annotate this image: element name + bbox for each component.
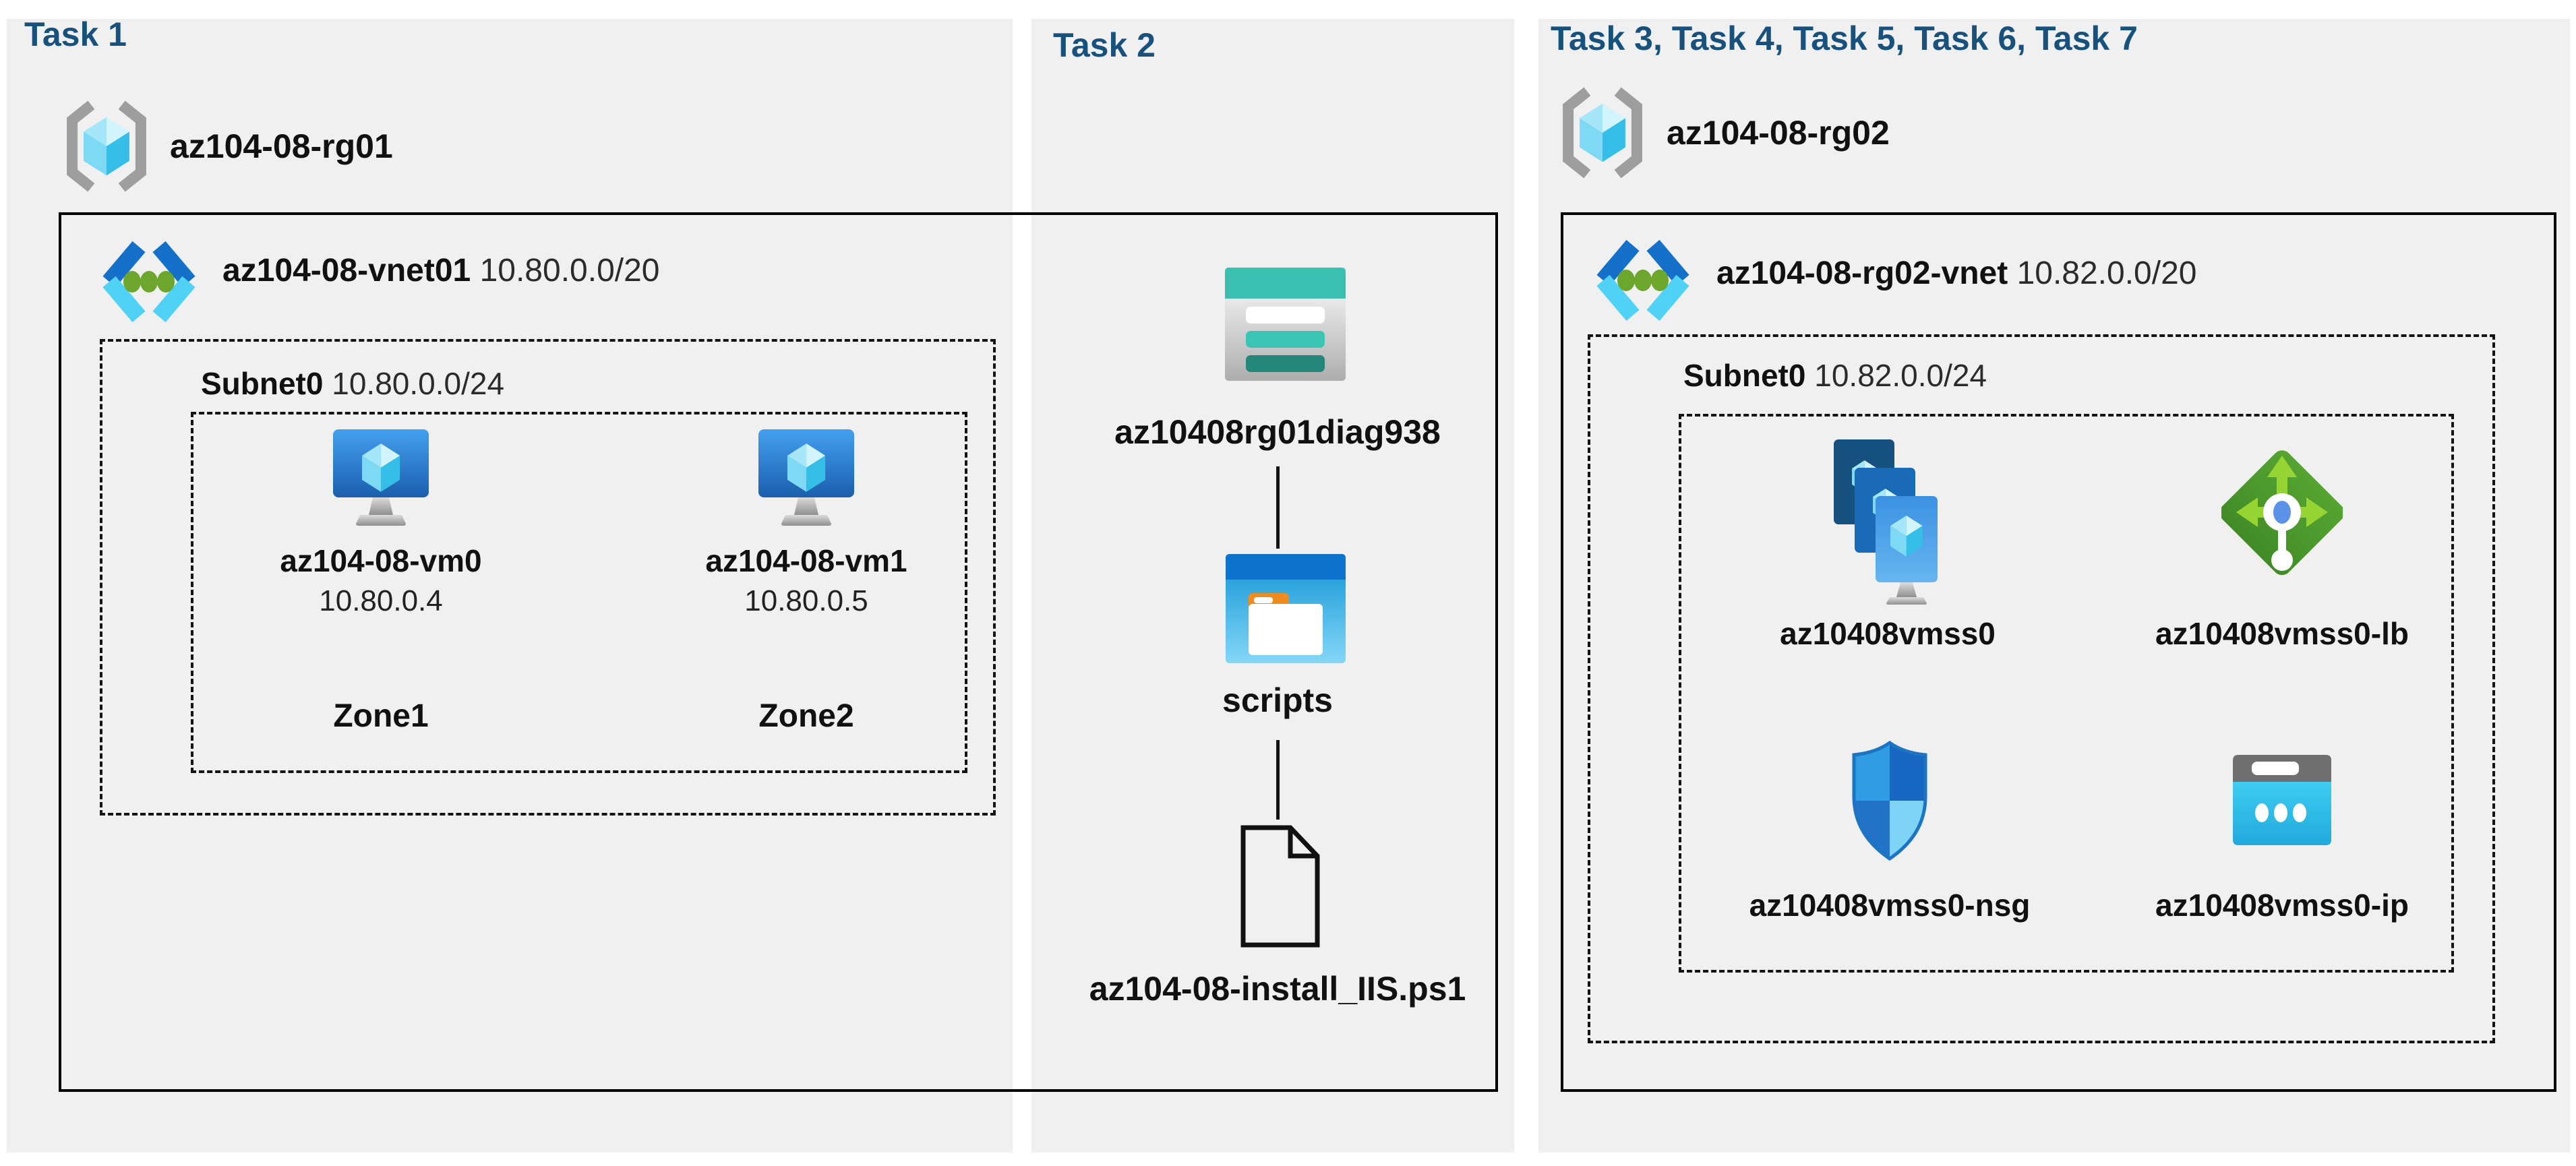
vnet-name: az104-08-rg02-vnet: [1716, 255, 2008, 291]
file-icon: [1239, 824, 1321, 949]
vm-name: az104-08-vm1: [705, 543, 907, 578]
resource-group-icon: [62, 96, 151, 196]
connector-line: [1276, 740, 1280, 820]
vnet-label: az104-08-vnet01 10.80.0.0/20: [222, 251, 659, 291]
nsg-icon: [1850, 740, 1929, 861]
subnet2-box: [1588, 334, 2495, 1043]
vnet-label: az104-08-rg02-vnet 10.82.0.0/20: [1716, 253, 2196, 294]
subnet-name: Subnet0: [201, 366, 324, 401]
load-balancer-icon: [2221, 437, 2343, 588]
vm-ip: 10.80.0.4: [319, 584, 443, 617]
nsg-name: az10408vmss0-nsg: [1749, 888, 2031, 923]
subnet-label: Subnet0 10.82.0.0/24: [1683, 356, 1987, 395]
virtual-machine-icon: [330, 427, 431, 529]
subnet-cidr: 10.82.0.0/24: [1814, 358, 1987, 393]
subnet-name: Subnet0: [1683, 358, 1806, 393]
container-name: scripts: [1222, 681, 1333, 719]
storage-account-icon: [1224, 266, 1347, 382]
virtual-machine-icon: [756, 427, 857, 529]
vm-ip: 10.80.0.5: [744, 584, 868, 617]
vnet-name: az104-08-vnet01: [222, 253, 471, 288]
public-ip-icon: [2231, 754, 2333, 847]
connector-line: [1276, 466, 1280, 549]
vm-zone: Zone2: [758, 698, 854, 734]
file-name: az104-08-install_IIS.ps1: [1089, 970, 1466, 1008]
vm-group-box: [191, 412, 967, 773]
resource-group-icon: [1558, 83, 1647, 183]
vmss-name: az10408vmss0: [1780, 616, 1996, 651]
vmss-group-box: [1679, 414, 2454, 973]
subnet1-box: [100, 339, 996, 816]
virtual-network-icon: [1592, 239, 1694, 322]
vmss-icon: [1832, 438, 1944, 605]
resource-group-name: az104-08-rg01: [170, 127, 393, 165]
task3-header: Task 3, Task 4, Task 5, Task 6, Task 7: [1551, 20, 2138, 57]
task1-header: Task 1: [24, 16, 127, 53]
subnet-cidr: 10.80.0.0/24: [332, 366, 505, 401]
subnet-label: Subnet0 10.80.0.0/24: [201, 364, 504, 403]
vnet-cidr: 10.82.0.0/20: [2016, 255, 2197, 291]
virtual-network-icon: [98, 240, 200, 324]
vnet-cidr: 10.80.0.0/20: [479, 253, 660, 288]
task1-panel: [7, 19, 1013, 1153]
resource-group-name: az104-08-rg02: [1667, 114, 1890, 152]
task3-panel: [1538, 19, 2570, 1153]
task2-header: Task 2: [1053, 26, 1156, 64]
blob-container-icon: [1224, 553, 1347, 665]
vm-zone: Zone1: [333, 698, 429, 734]
public-ip-name: az10408vmss0-ip: [2155, 888, 2409, 923]
load-balancer-name: az10408vmss0-lb: [2155, 616, 2409, 651]
vnet1-box: [59, 212, 1498, 1092]
vm-name: az104-08-vm0: [280, 543, 482, 578]
vnet2-box: [1561, 212, 2556, 1092]
storage-account-name: az10408rg01diag938: [1114, 413, 1441, 451]
